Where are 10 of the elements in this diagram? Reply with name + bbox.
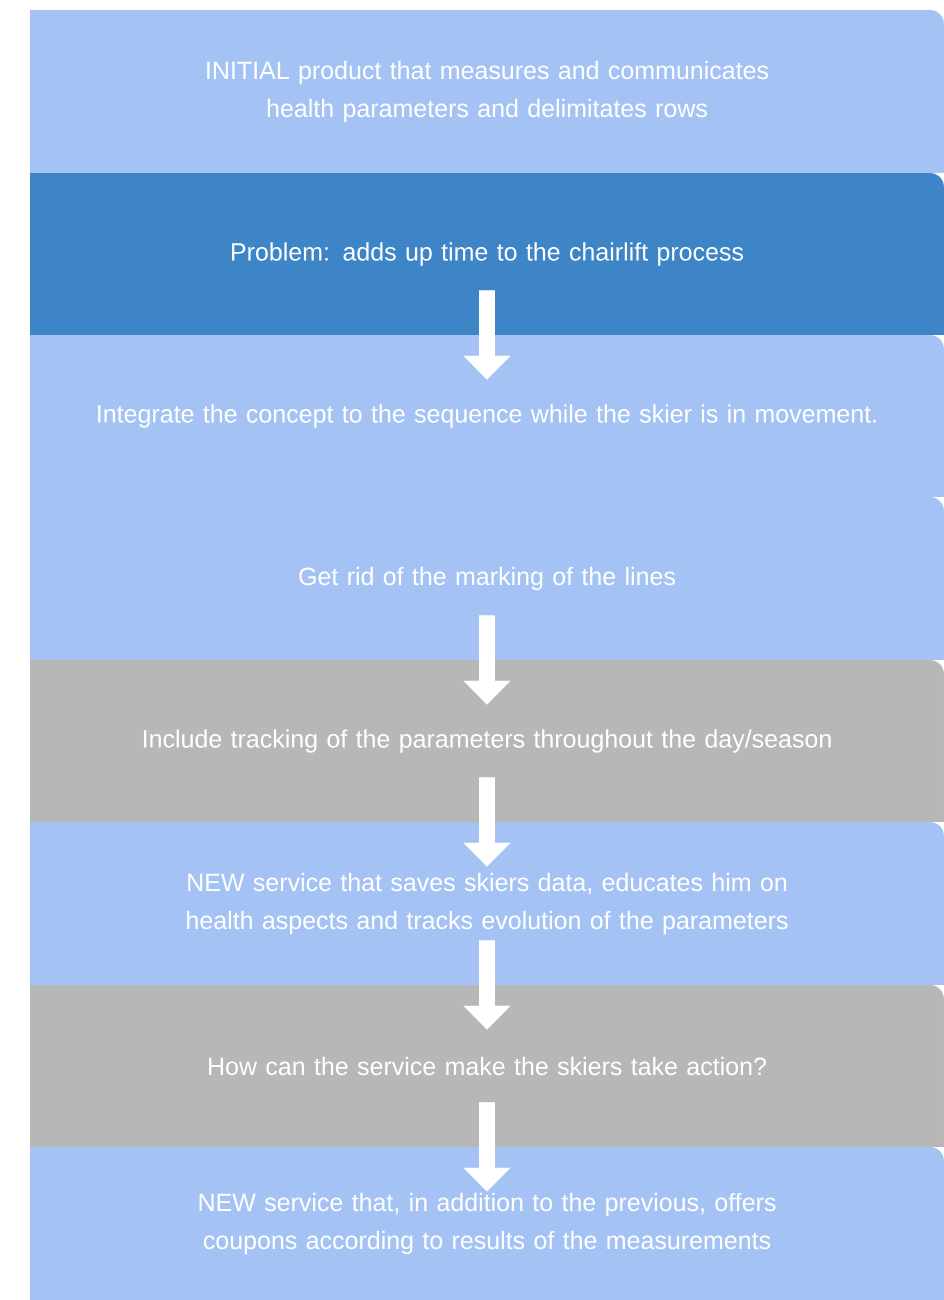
step-box: NEW service that, in addition to the previous, offers coupons according to results of the measurements xyxy=(30,1147,944,1300)
step-box: Get rid of the marking of the lines xyxy=(30,497,944,660)
step-box: INITIAL product that measures and communicates health parameters and delimitates rows xyxy=(30,10,944,173)
step-box: Problem: adds up time to the chairlift process xyxy=(30,173,944,335)
step-box: Include tracking of the parameters throughout the day/season xyxy=(30,660,944,822)
step-box: How can the service make the skiers take action? xyxy=(30,985,944,1147)
step-box: NEW service that saves skiers data, educates him on health aspects and tracks evolution of the parameters xyxy=(30,822,944,985)
node-label: Integrate the concept to the sequence while the skier is in movement. xyxy=(98,404,876,428)
step-box: Integrate the concept to the sequence while the skier is in movement. xyxy=(30,335,944,497)
node-label: Get rid of the marking of the lines xyxy=(299,566,676,591)
